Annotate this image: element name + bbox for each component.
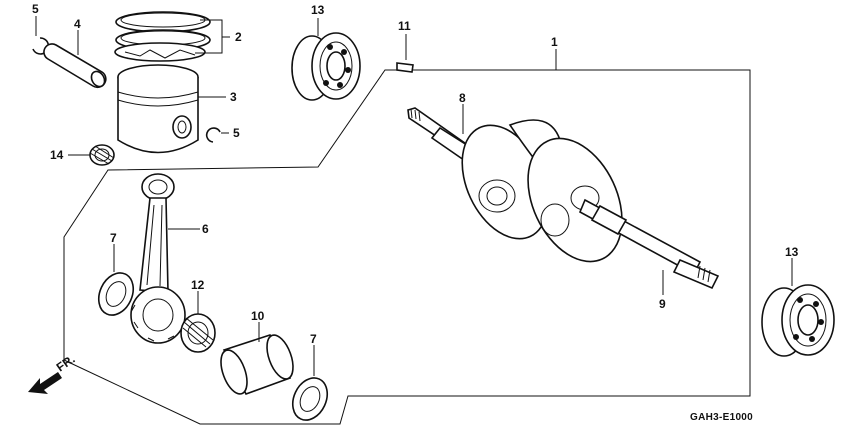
assembly-outline [63,58,751,425]
piston-pin-part [43,43,107,89]
woodruff-key-part [396,62,414,73]
piston-part [117,64,199,154]
crank-pin-part [220,334,294,395]
callout-13b: 13 [785,245,799,259]
callout-14: 14 [50,148,64,162]
callout-5b: 5 [233,126,240,140]
ball-bearing-right-part [761,284,835,357]
callout-6: 6 [202,222,209,236]
piston-rings-part [114,11,211,62]
callout-12: 12 [191,278,205,292]
circlip-part-2 [205,127,221,143]
big-end-bearing-part [180,313,216,353]
callout-3: 3 [230,90,237,104]
small-end-bearing-part [89,144,115,166]
crankshaft-part [407,107,720,290]
ball-bearing-top-part [291,32,361,101]
callout-10: 10 [251,309,265,323]
callout-7a: 7 [110,231,117,245]
front-direction-arrow-icon [28,372,62,394]
direction-label: FR. [54,352,78,375]
connecting-rod-part [130,173,186,344]
leader-2 [195,19,230,54]
callout-1: 1 [551,35,558,49]
callout-8: 8 [459,91,466,105]
thrust-washer-right-part [291,377,329,421]
callout-5a: 5 [32,2,39,16]
callout-11: 11 [398,19,411,33]
callout-9: 9 [659,297,666,311]
callout-2: 2 [235,30,242,44]
callout-13a: 13 [311,3,325,17]
callout-7b: 7 [310,332,317,346]
callout-4: 4 [74,17,81,31]
figure-code: GAH3-E1000 [690,412,753,423]
thrust-washer-left-part [97,272,135,316]
